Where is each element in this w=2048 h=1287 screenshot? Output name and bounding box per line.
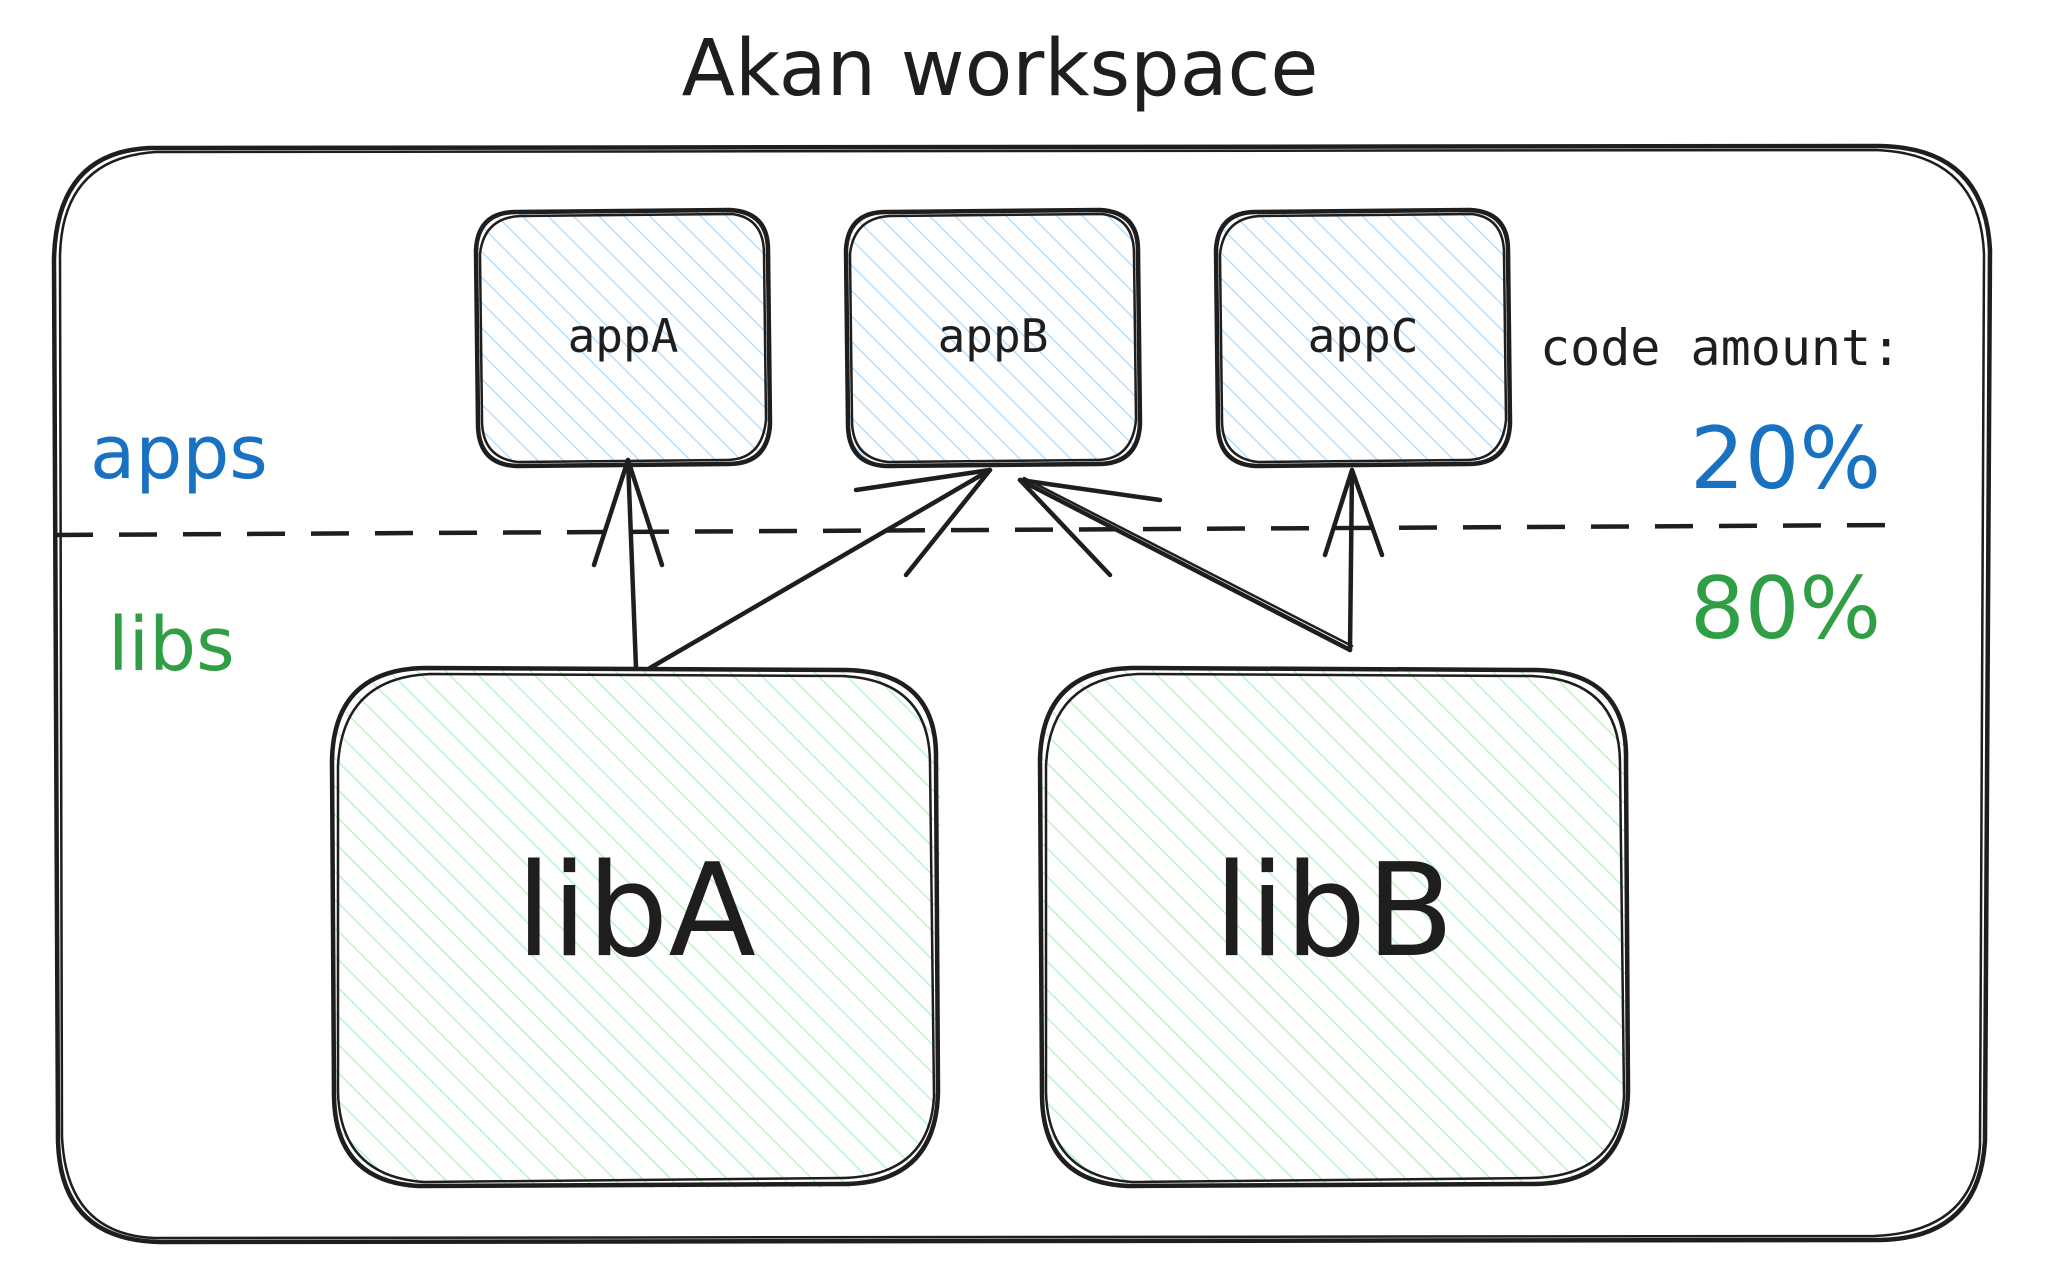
apps-percent: 20% bbox=[1690, 409, 1881, 509]
layer-divider bbox=[54, 522, 1901, 538]
lib-box-libA[interactable]: libA bbox=[329, 665, 941, 1189]
workspace-frame bbox=[51, 143, 1993, 1245]
arrow-libB-appB bbox=[1017, 476, 1354, 653]
arrow-libB-appC bbox=[1322, 467, 1385, 653]
lib-label-libB: libB bbox=[1214, 837, 1454, 986]
app-box-appC[interactable]: appC bbox=[1213, 207, 1513, 469]
arrow-libA-appA bbox=[591, 457, 665, 671]
arrow-libA-appB bbox=[647, 467, 993, 671]
libs-percent: 80% bbox=[1690, 559, 1881, 659]
lib-box-libB[interactable]: libB bbox=[1037, 665, 1631, 1189]
diagram-title: Akan workspace bbox=[682, 24, 1319, 114]
app-label-appB: appB bbox=[938, 309, 1049, 363]
app-box-appB[interactable]: appB bbox=[843, 207, 1143, 469]
layer-label-libs: libs bbox=[108, 602, 235, 688]
app-label-appC: appC bbox=[1308, 309, 1419, 363]
layer-label-apps: apps bbox=[90, 410, 268, 496]
app-box-appA[interactable]: appA bbox=[473, 207, 773, 469]
app-label-appA: appA bbox=[568, 309, 679, 363]
lib-label-libA: libA bbox=[516, 837, 756, 986]
code-amount-label: code amount: bbox=[1540, 319, 1901, 377]
